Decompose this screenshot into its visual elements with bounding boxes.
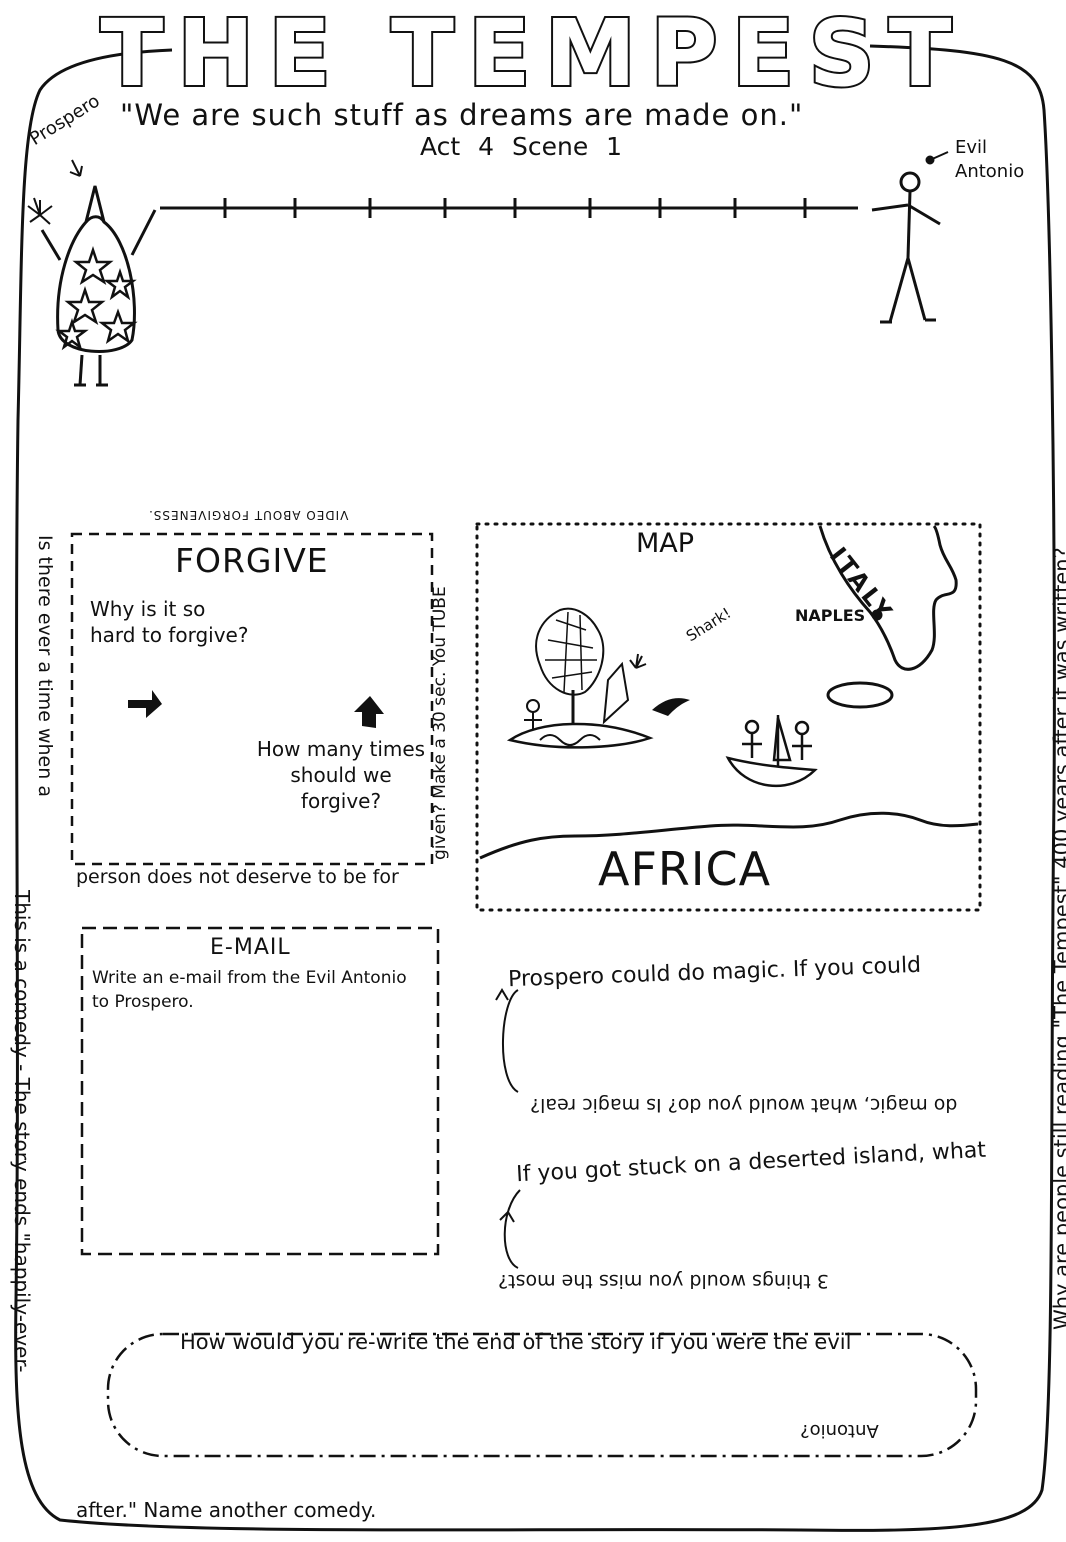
page-border xyxy=(14,44,1056,1532)
right-margin-prompt: Why are people still reading "The Tempes… xyxy=(1050,547,1066,1330)
magic-prompt-track xyxy=(502,989,519,1093)
tree-island-illustration xyxy=(506,607,654,749)
forgive-question-1: Why is it so hard to forgive? xyxy=(90,597,249,647)
forgive-title: FORGIVE xyxy=(175,541,329,580)
rewrite-prompt-line-1: How would you re-write the end of the st… xyxy=(180,1330,852,1354)
forgive-right-prompt: given? Make a 30 sec. You TUBE xyxy=(430,586,450,860)
forgive-box-border xyxy=(70,532,434,866)
email-box-border xyxy=(80,926,440,1256)
magic-prompt-line-2: do magic, what would you do? Is magic re… xyxy=(530,1094,958,1116)
italy-coastline-illustration xyxy=(818,524,958,671)
boat-illustration xyxy=(725,715,818,788)
shark-fin-illustration xyxy=(652,698,690,716)
left-margin-prompt: This is a comedy - The story ends "happi… xyxy=(10,890,34,1373)
island-prompt-track xyxy=(503,1189,521,1269)
timeline xyxy=(160,198,858,218)
island-shape-illustration xyxy=(826,681,894,709)
antonio-label: Evil Antonio xyxy=(955,137,1025,182)
page-title: THE TEMPEST xyxy=(98,0,966,107)
forgive-question-2: How many times should we forgive? xyxy=(256,737,426,813)
email-title: E-MAIL xyxy=(210,935,291,960)
magic-arrow-icon xyxy=(495,988,509,1001)
antonio-stick-figure-illustration xyxy=(871,151,949,324)
africa-coastline-illustration xyxy=(479,811,979,860)
email-instructions: Write an e-mail from the Evil Antonio to… xyxy=(92,968,407,1012)
arrow-down-icon xyxy=(128,690,162,718)
rewrite-prompt-line-2: Antonio? xyxy=(800,1420,879,1441)
map-label-africa: AFRICA xyxy=(598,842,772,896)
island-prompt-line-2: 3 things would you miss the most? xyxy=(498,1270,829,1292)
quote-citation: Act 4 Scene 1 xyxy=(420,132,623,161)
forgive-bottom-prompt: person does not deserve to be for xyxy=(76,866,399,888)
forgive-top-prompt: VIDEO ABOUT FORGIVENESS. xyxy=(148,508,349,522)
rewrite-box-border xyxy=(106,1332,978,1458)
forgive-side-prompt: Is there ever a time when a xyxy=(34,535,56,797)
arrow-up-icon xyxy=(354,696,384,728)
map-title: MAP xyxy=(636,528,695,559)
prospero-wizard-illustration xyxy=(27,159,157,387)
map-box-border xyxy=(475,522,982,912)
quote-text: "We are such stuff as dreams are made on… xyxy=(120,98,804,132)
bottom-margin-prompt: after." Name another comedy. xyxy=(76,1498,377,1522)
island-arrow-icon xyxy=(499,1210,515,1223)
map-label-naples: NAPLES xyxy=(795,606,866,625)
